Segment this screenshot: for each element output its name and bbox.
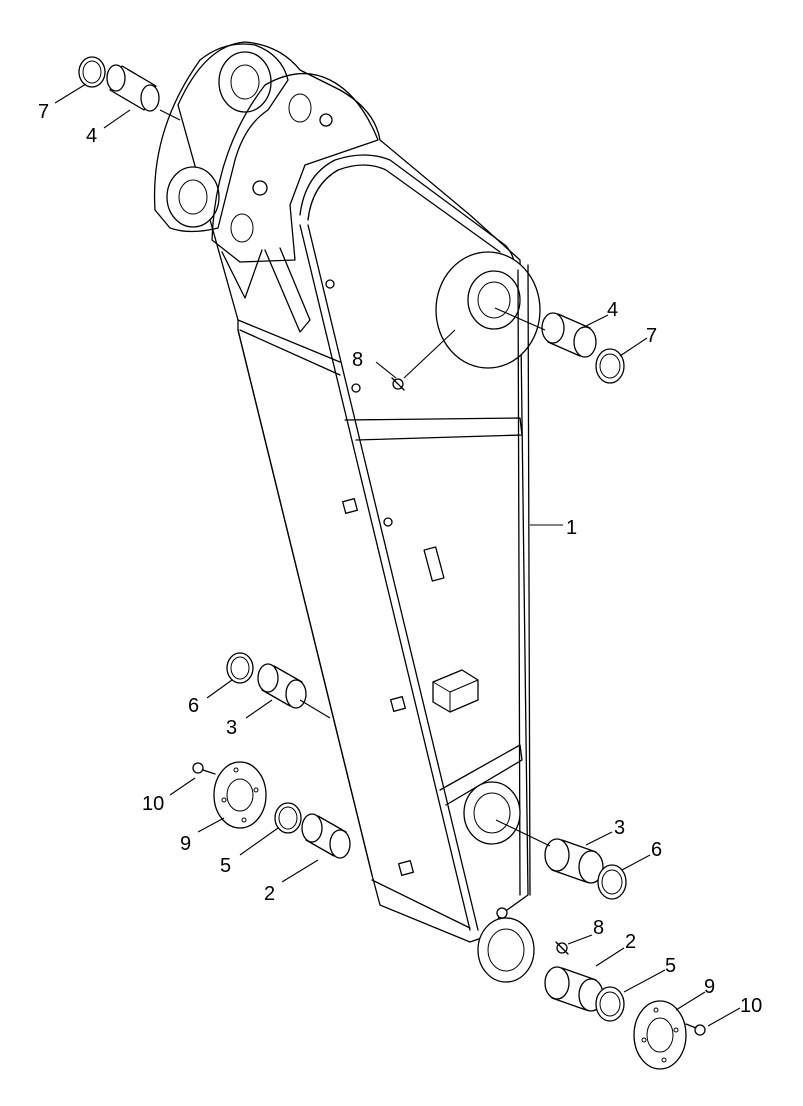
bolt-10b (685, 1023, 706, 1036)
bushing-2b (544, 966, 604, 1012)
callout-3: 3 (226, 717, 237, 739)
callout-2: 2 (625, 931, 636, 953)
grease-fitting-8a (391, 377, 405, 391)
bushing-4a (106, 64, 160, 112)
callout-8: 8 (352, 349, 363, 371)
callout-2: 2 (264, 883, 275, 905)
retainer-plate-9a (213, 761, 267, 829)
callout-10: 10 (142, 793, 164, 815)
callout-3: 3 (614, 817, 625, 839)
callouts: 7 4 4 7 8 1 6 3 10 9 5 2 3 6 8 2 5 9 10 (38, 101, 762, 1017)
callout-9: 9 (704, 976, 715, 998)
callout-6: 6 (188, 695, 199, 717)
callout-5: 5 (220, 855, 231, 877)
callout-4: 4 (86, 125, 97, 147)
callout-8: 8 (593, 917, 604, 939)
bushing-3b (544, 838, 604, 884)
bucket-pin-boss (477, 917, 535, 983)
leader-lines (54, 83, 741, 1027)
callout-10: 10 (740, 995, 762, 1017)
callout-5: 5 (665, 955, 676, 977)
lower-boss (463, 781, 521, 845)
retainer-plate-9b (633, 1000, 687, 1070)
upper-left-boss (218, 51, 272, 113)
callout-7: 7 (646, 325, 657, 347)
callout-7: 7 (38, 101, 49, 123)
callout-1: 1 (566, 517, 577, 539)
callout-6: 6 (651, 839, 662, 861)
grease-fitting-8b (555, 941, 569, 955)
callout-4: 4 (607, 299, 618, 321)
bushing-3a (257, 663, 307, 709)
bushing-4b (541, 312, 597, 358)
callout-9: 9 (180, 833, 191, 855)
bushing-2a (301, 813, 351, 859)
arm-body (153, 41, 541, 983)
bolt-10a (192, 762, 216, 775)
lower-left-boss (166, 166, 220, 228)
